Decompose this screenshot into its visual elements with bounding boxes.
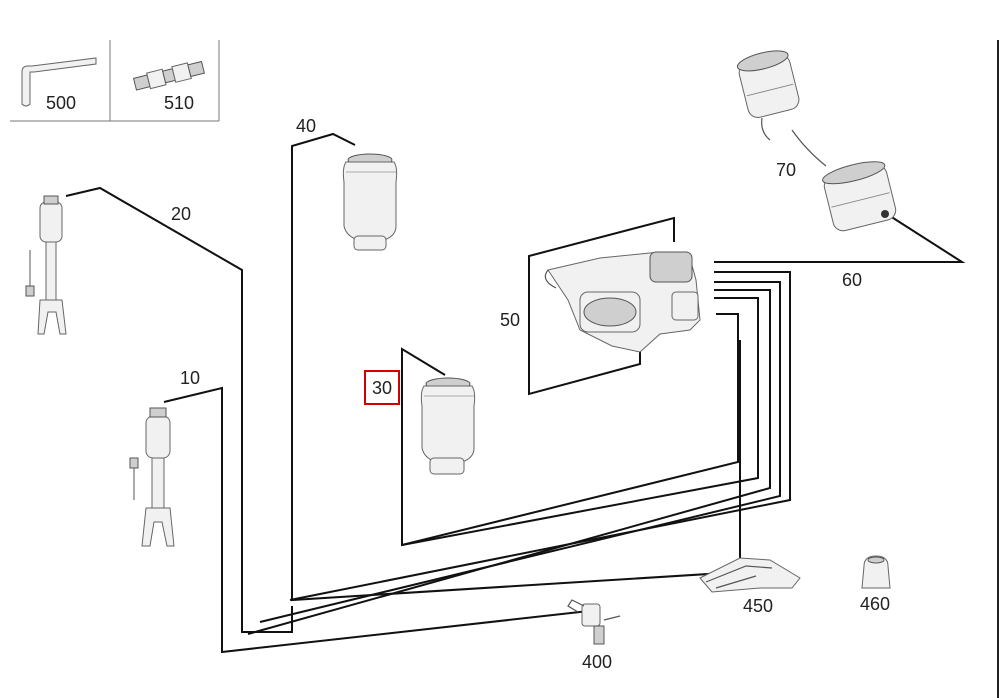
- callout-10[interactable]: 10: [180, 368, 200, 388]
- callout-70[interactable]: 70: [776, 160, 796, 180]
- callout-500[interactable]: 500: [46, 93, 76, 113]
- callout-60[interactable]: 60: [842, 270, 862, 290]
- front-strut-20-icon[interactable]: [25, 195, 67, 335]
- compressor-unit-50-icon[interactable]: [544, 251, 701, 353]
- callout-510[interactable]: 510: [164, 93, 194, 113]
- callout-30[interactable]: 30: [372, 378, 392, 398]
- callout-450[interactable]: 450: [743, 596, 773, 616]
- coupling-icon[interactable]: [132, 60, 205, 92]
- callout-20[interactable]: 20: [171, 204, 191, 224]
- leader-lines: [65, 117, 966, 654]
- bracket-450-icon[interactable]: [699, 557, 801, 593]
- front-strut-10-icon[interactable]: [129, 407, 175, 547]
- air-spring-30-icon[interactable]: [420, 377, 476, 475]
- selected-callout-highlight: [364, 370, 400, 405]
- callout-40[interactable]: 40: [296, 116, 316, 136]
- hex-key-icon[interactable]: [21, 57, 97, 107]
- tools-box: 500 510: [10, 40, 220, 122]
- callout-50[interactable]: 50: [500, 310, 520, 330]
- cap-460-icon[interactable]: [861, 555, 891, 589]
- valve-400-icon[interactable]: [567, 599, 621, 645]
- reservoir-70-icon[interactable]: [736, 47, 898, 233]
- air-spring-40-icon[interactable]: [342, 153, 398, 251]
- callout-460[interactable]: 460: [860, 594, 890, 614]
- callout-400[interactable]: 400: [582, 652, 612, 672]
